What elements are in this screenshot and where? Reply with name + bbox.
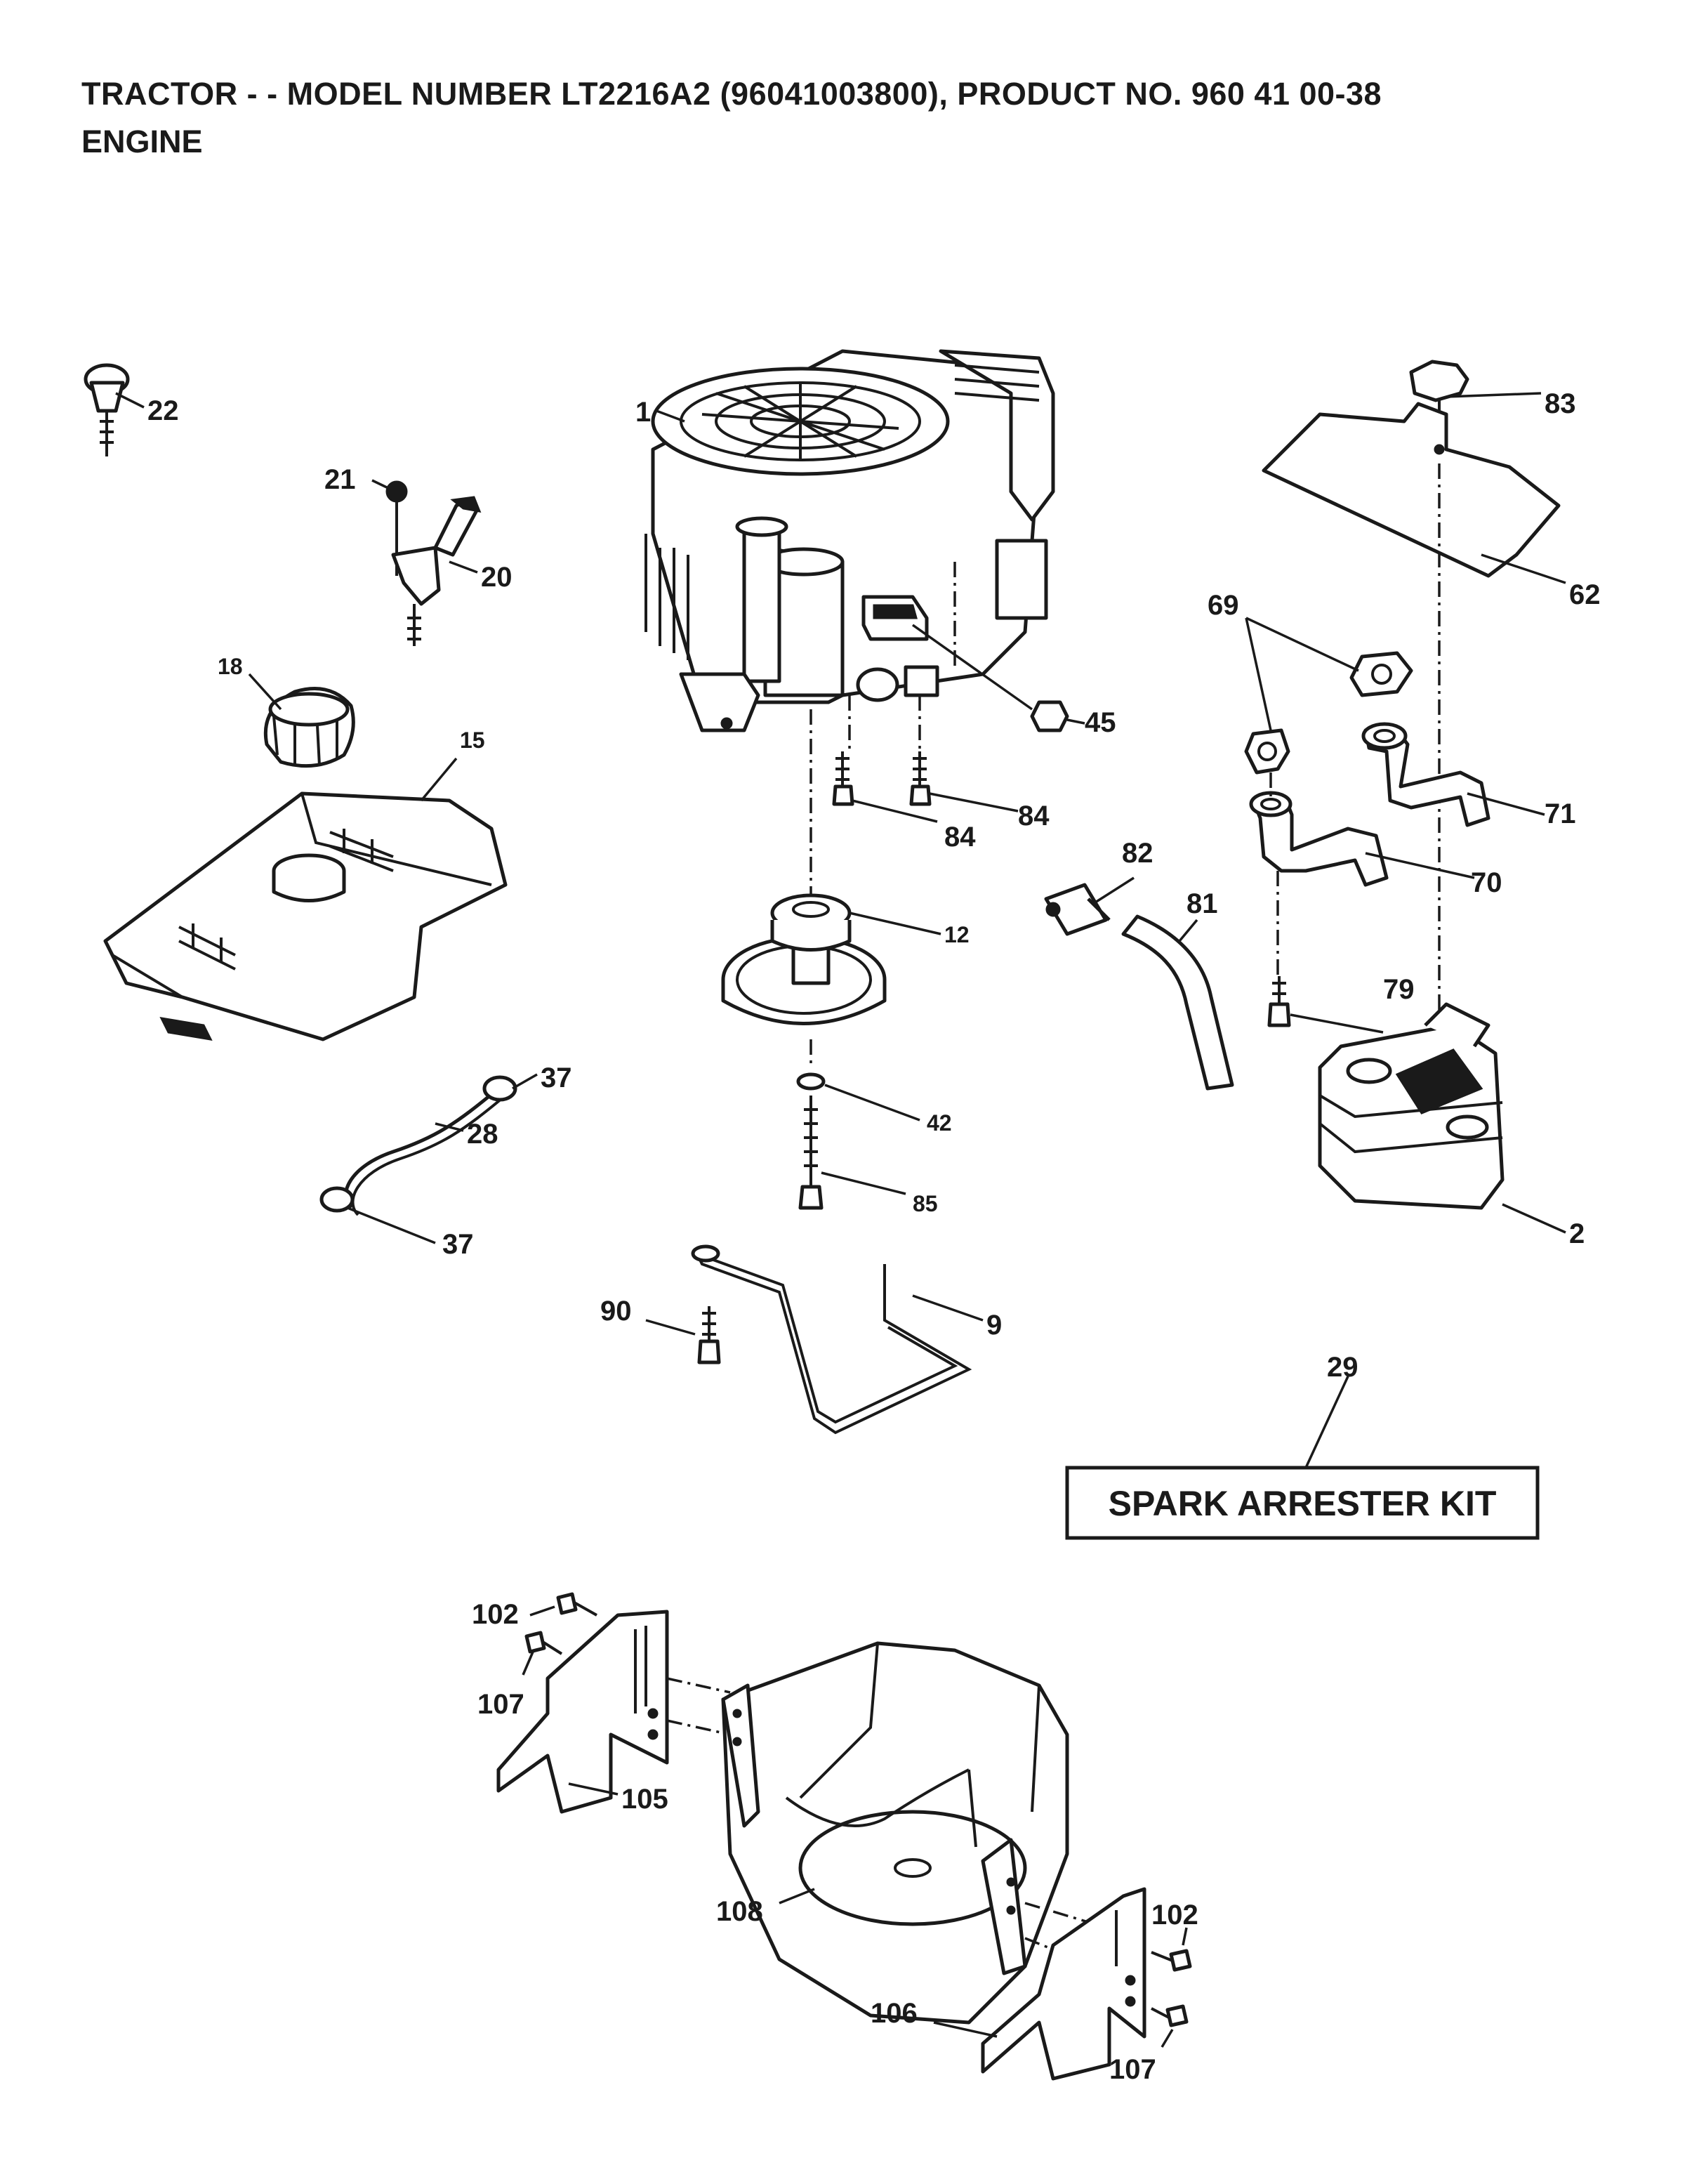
callout-20: 20 xyxy=(481,562,513,593)
pulley-icon xyxy=(721,709,887,1025)
callout-84a: 84 xyxy=(944,822,976,853)
callout-21: 21 xyxy=(324,464,356,495)
callout-22: 22 xyxy=(147,395,179,426)
callout-105: 105 xyxy=(621,1784,668,1815)
hose-icon xyxy=(1121,914,1234,1091)
callout-102b: 102 xyxy=(1151,1900,1198,1930)
callout-90: 90 xyxy=(600,1296,632,1327)
callout-45: 45 xyxy=(1085,707,1116,738)
callout-1: 1 xyxy=(635,397,651,428)
callout-107a: 107 xyxy=(477,1689,524,1720)
callout-79: 79 xyxy=(1383,974,1415,1005)
callout-15: 15 xyxy=(460,728,485,753)
callout-37a: 37 xyxy=(541,1063,572,1093)
callout-28: 28 xyxy=(467,1119,498,1150)
callout-81: 81 xyxy=(1186,888,1218,919)
washer-icon xyxy=(796,1039,826,1210)
callout-107b: 107 xyxy=(1109,2054,1156,2085)
engine-shield-icon xyxy=(721,1641,1069,2025)
section-title: ENGINE xyxy=(81,124,203,159)
callout-42: 42 xyxy=(927,1110,952,1136)
exhaust-bolt-icon xyxy=(1267,976,1291,1027)
callout-106: 106 xyxy=(871,1998,918,2029)
bolt-icon xyxy=(832,751,932,806)
callout-69: 69 xyxy=(1208,590,1239,621)
nut-icon xyxy=(1030,700,1069,732)
callout-12: 12 xyxy=(944,922,970,947)
spark-arrester-kit-box xyxy=(1065,1466,1540,1540)
muffler-icon xyxy=(1318,1002,1505,1210)
callout-108: 108 xyxy=(716,1896,763,1927)
callout-9: 9 xyxy=(986,1310,1002,1341)
callout-62: 62 xyxy=(1569,579,1601,610)
engine-icon xyxy=(644,349,1055,732)
spark-arrester-kit-label: SPARK ARRESTER KIT xyxy=(1109,1484,1497,1523)
callout-29: 29 xyxy=(1327,1352,1358,1383)
callout-85: 85 xyxy=(913,1191,938,1216)
callout-70: 70 xyxy=(1471,867,1502,898)
callout-102a: 102 xyxy=(472,1599,519,1630)
fuel-cap-icon xyxy=(263,687,355,768)
callout-37b: 37 xyxy=(442,1229,474,1260)
plug-icon xyxy=(84,363,130,456)
left-panel-icon xyxy=(496,1610,669,1814)
exhaust-pipe-icon xyxy=(1249,722,1490,887)
bolt-pair-left-icon xyxy=(524,1592,597,1655)
heat-shield-icon xyxy=(1262,402,1561,578)
fuel-fitting-icon xyxy=(1044,883,1111,936)
callout-83: 83 xyxy=(1545,388,1576,419)
bolt-pair-right-icon xyxy=(1151,1949,1192,2027)
exhaust-gasket-icon xyxy=(1244,651,1413,775)
callout-82: 82 xyxy=(1122,838,1153,869)
control-rod-icon xyxy=(691,1244,972,1435)
callout-71: 71 xyxy=(1545,798,1576,829)
fuel-tank-icon xyxy=(103,791,508,1041)
callout-18: 18 xyxy=(218,654,243,679)
fuel-line-icon xyxy=(319,1075,517,1216)
dipstick-tube-icon xyxy=(385,480,482,646)
page-title: TRACTOR - - MODEL NUMBER LT2216A2 (96041… xyxy=(81,76,1382,112)
callout-2: 2 xyxy=(1569,1218,1585,1249)
right-panel-icon xyxy=(981,1887,1146,2081)
callout-84b: 84 xyxy=(1018,801,1050,831)
